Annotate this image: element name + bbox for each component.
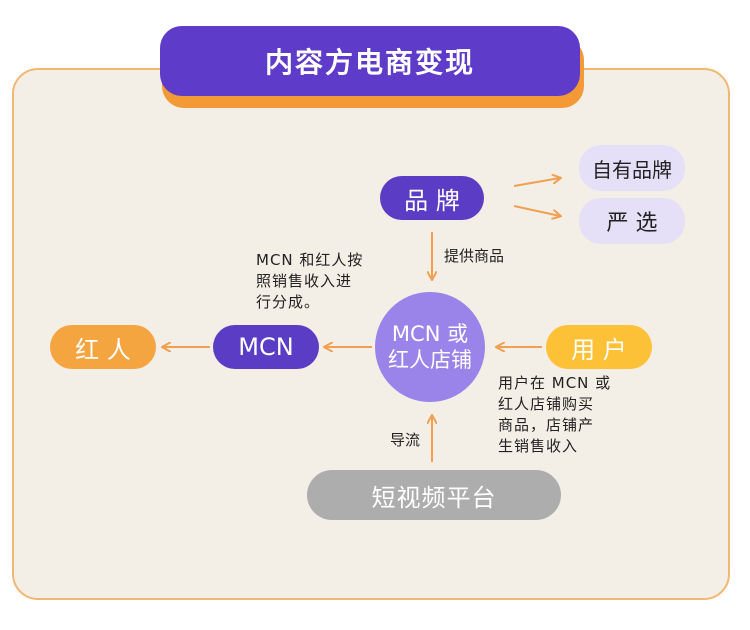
user-purchase-note: 用户在 MCN 或 红人店铺购买 商品，店铺产 生销售收入 — [498, 373, 611, 457]
user-note-line: 用户在 MCN 或 — [498, 374, 612, 392]
yanxuan-node: 严 选 — [579, 198, 685, 244]
page-title: 内容方电商变现 — [160, 26, 580, 96]
mcn-note-line: MCN 和红人按 — [256, 251, 364, 269]
mcn-node: MCN — [213, 325, 319, 369]
mcn-note-line: 行分成。 — [256, 293, 321, 311]
mcn-or-influencer-store-node: MCN 或 红人店铺 — [375, 292, 485, 402]
hub-label-line1: MCN 或 — [391, 321, 469, 346]
user-note-line: 红人店铺购买 — [498, 395, 595, 413]
brand-node: 品 牌 — [380, 176, 484, 220]
hub-label-line2: 红人店铺 — [388, 348, 472, 372]
user-note-line: 生销售收入 — [498, 437, 579, 455]
arrow-brand-to-own-brand — [513, 178, 560, 187]
user-note-line: 商品，店铺产 — [498, 416, 595, 434]
short-video-platform-node: 短视频平台 — [307, 470, 561, 520]
own-brand-node: 自有品牌 — [579, 145, 685, 191]
provide-goods-label: 提供商品 — [444, 247, 505, 265]
influencer-node: 红 人 — [50, 325, 156, 369]
user-node: 用 户 — [546, 325, 652, 369]
traffic-label: 导流 — [390, 431, 421, 449]
arrow-brand-to-yanxuan — [513, 205, 560, 216]
mcn-revenue-share-note: MCN 和红人按 照销售收入进 行分成。 — [256, 250, 363, 313]
mcn-note-line: 照销售收入进 — [256, 272, 353, 290]
